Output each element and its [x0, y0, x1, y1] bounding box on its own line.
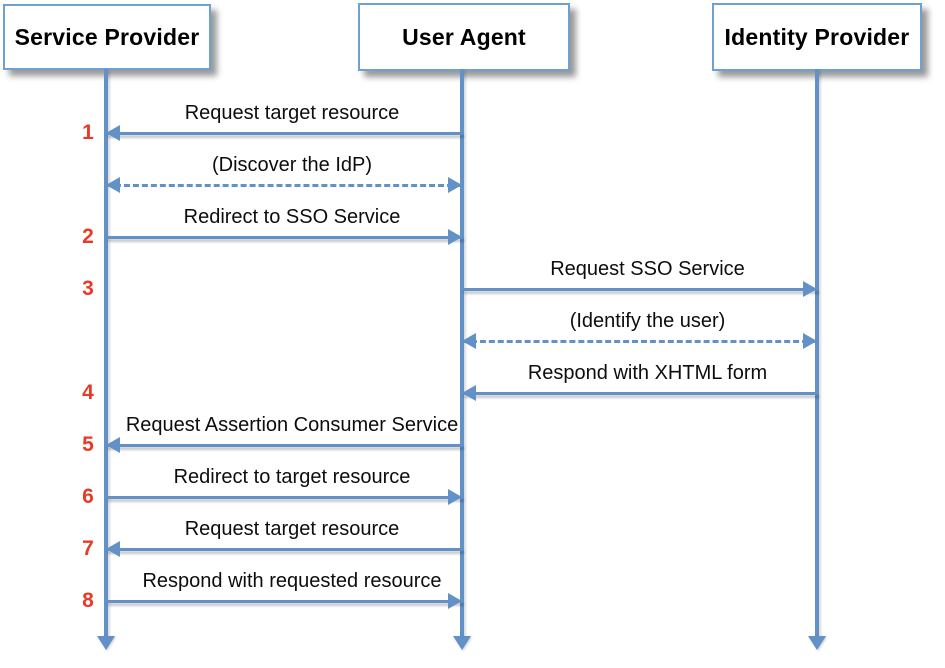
message-label: Respond with requested resource: [142, 570, 442, 592]
message-label: Request target resource: [184, 102, 400, 124]
step-number: 5: [82, 433, 94, 456]
arrowhead-left-icon: [106, 541, 120, 557]
lifeline-end-arrow-icon: [97, 636, 115, 650]
message-label: Request target resource: [184, 518, 400, 540]
actor-box-identity-provider: Identity Provider: [712, 3, 922, 71]
message-line: [106, 496, 462, 499]
arrowhead-right-icon: [803, 281, 817, 297]
step-number: 1: [82, 121, 94, 144]
message-label: (Discover the IdP): [211, 154, 373, 176]
dashed-message-line: [106, 184, 462, 187]
arrowhead-right-icon: [448, 593, 462, 609]
step-number: 3: [82, 277, 94, 300]
arrowhead-right-icon: [448, 229, 462, 245]
arrowhead-right-icon: [803, 333, 817, 349]
message-line: [106, 444, 462, 447]
message-label: Redirect to SSO Service: [183, 206, 401, 228]
dashed-message-line: [462, 340, 817, 343]
step-number: 8: [82, 589, 94, 612]
step-number: 2: [82, 225, 94, 248]
actor-box-service-provider: Service Provider: [3, 4, 211, 70]
message-label: Request Assertion Consumer Service: [125, 414, 459, 436]
message-label: (Identify the user): [569, 310, 726, 332]
message-label: Respond with XHTML form: [527, 362, 768, 384]
message-line: [106, 236, 462, 239]
step-number: 4: [82, 381, 94, 404]
arrowhead-right-icon: [448, 489, 462, 505]
message-line: [106, 132, 462, 135]
arrowhead-left-icon: [106, 125, 120, 141]
arrowhead-right-icon: [448, 177, 462, 193]
lifeline-end-arrow-icon: [808, 636, 826, 650]
message-line: [106, 600, 462, 603]
message-line: [462, 288, 817, 291]
actor-label-identity-provider: Identity Provider: [724, 23, 910, 50]
arrowhead-left-icon: [106, 437, 120, 453]
actor-label-service-provider: Service Provider: [14, 23, 200, 50]
step-number: 7: [82, 537, 94, 560]
step-number: 6: [82, 485, 94, 508]
arrowhead-left-icon: [462, 385, 476, 401]
message-label: Redirect to target resource: [173, 466, 411, 488]
message-label: Request SSO Service: [550, 258, 745, 280]
message-line: [106, 548, 462, 551]
arrowhead-left-icon: [106, 177, 120, 193]
lifeline-end-arrow-icon: [453, 636, 471, 650]
lifeline-user-agent: [460, 69, 464, 637]
actor-box-user-agent: User Agent: [358, 3, 570, 71]
lifeline-service-provider: [104, 69, 108, 637]
actor-label-user-agent: User Agent: [402, 23, 526, 50]
lifeline-identity-provider: [815, 69, 819, 637]
message-line: [462, 392, 817, 395]
arrowhead-left-icon: [462, 333, 476, 349]
